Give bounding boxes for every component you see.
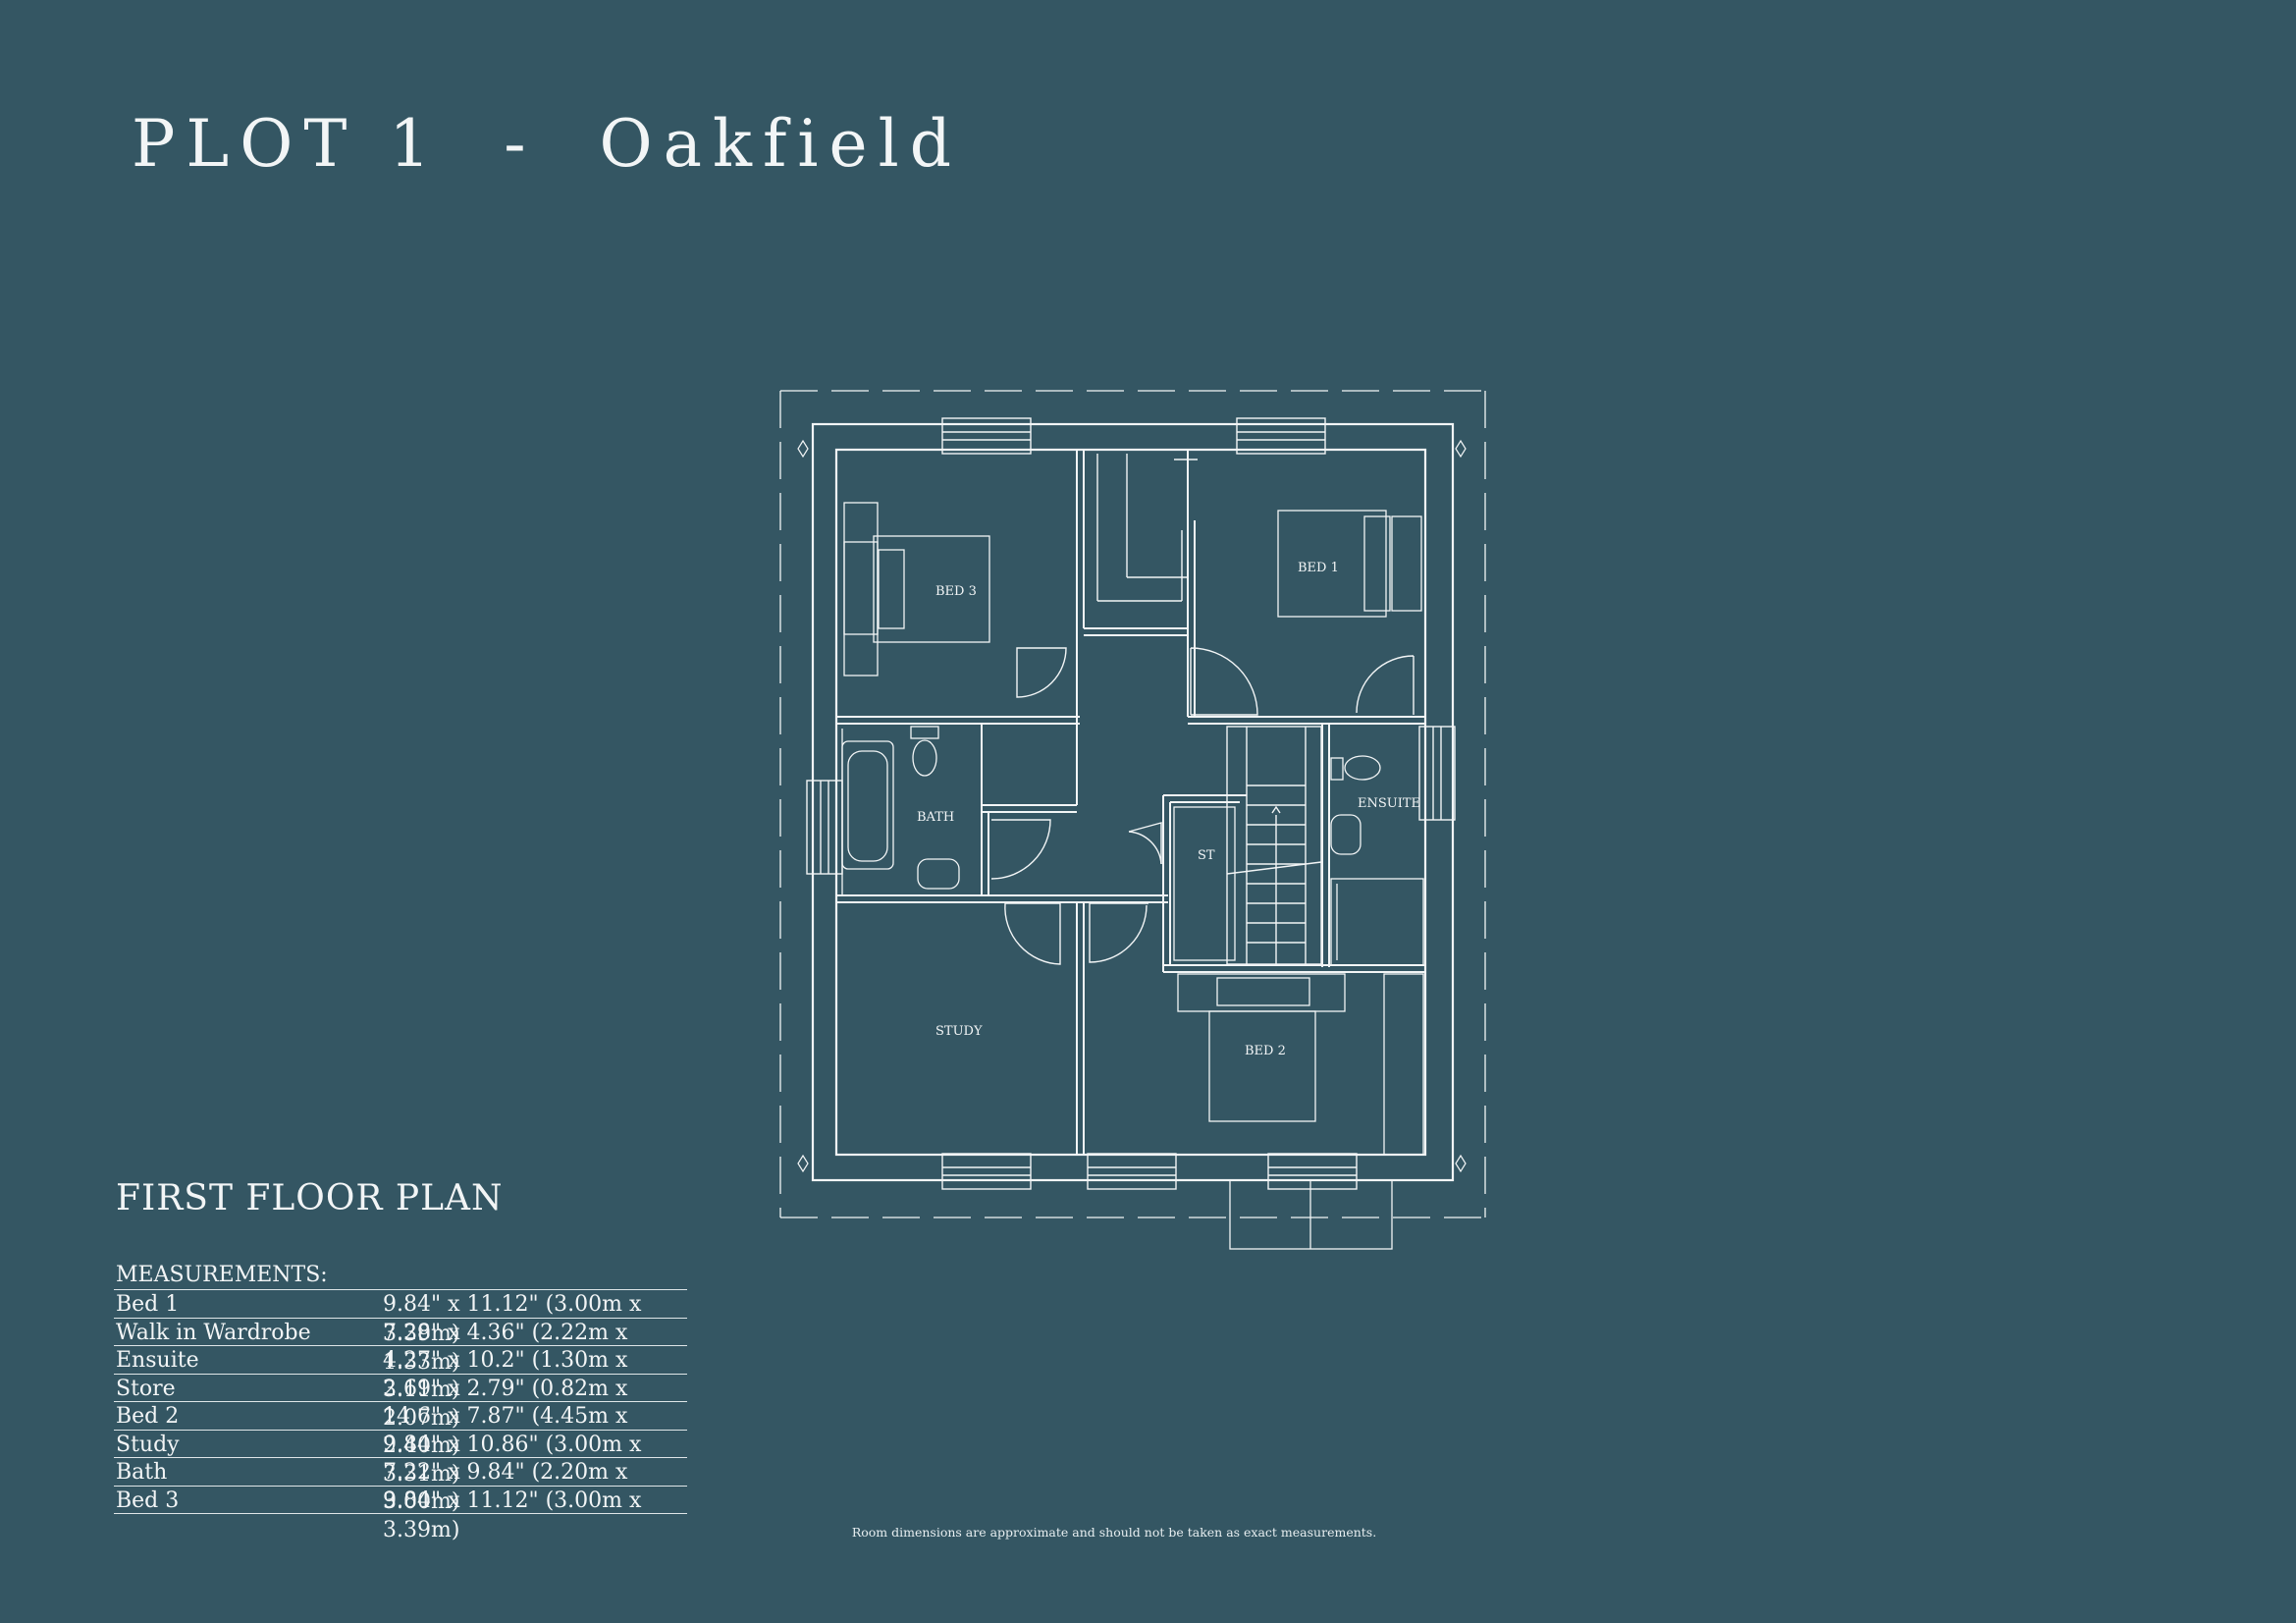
- measurements-table: MEASUREMENTS: Bed 1 9.84" x 11.12" (3.00m…: [114, 1262, 687, 1542]
- room-name: Bed 3: [116, 1488, 180, 1513]
- plan-heading: FIRST FLOOR PLAN: [116, 1178, 504, 1218]
- room-label-study: STUDY: [935, 1024, 983, 1039]
- room-name: Bath: [116, 1460, 168, 1485]
- staircase: [1226, 726, 1322, 965]
- room-label-bed1: BED 1: [1298, 561, 1339, 575]
- walk-in-wardrobe: [1096, 454, 1198, 602]
- room-label-bath: BATH: [917, 810, 954, 825]
- room-name: Ensuite: [116, 1348, 199, 1373]
- table-row: Bed 3 9.84" x 11.12" (3.00m x 3.39m): [114, 1487, 687, 1542]
- table-row: Bath 7.22" x 9.84" (2.20m x 3.00m): [114, 1458, 687, 1514]
- table-row: Bed 1 9.84" x 11.12" (3.00m x 3.39m): [114, 1290, 687, 1346]
- table-row: Study 9.84" x 10.86" (3.00m x 3.31m): [114, 1431, 687, 1487]
- disclaimer: Room dimensions are approximate and shou…: [851, 1525, 1377, 1540]
- page-title: PLOT 1 - Oakfield: [132, 106, 962, 182]
- site-boundary: [779, 390, 1486, 1218]
- room-name: Bed 1: [116, 1292, 180, 1317]
- room-dims: 2.69" x 2.79" (0.82m x 2.07m): [383, 1376, 628, 1431]
- room-name: Walk in Wardrobe: [116, 1320, 311, 1345]
- room-dims: 4.27" x 10.2" (1.30m x 3.11m): [383, 1348, 628, 1402]
- internal-walls: [836, 450, 1425, 1155]
- room-label-bed3: BED 3: [935, 584, 977, 599]
- measurements-heading: MEASUREMENTS:: [114, 1262, 687, 1290]
- room-dims: 7.22" x 9.84" (2.20m x 3.00m): [383, 1460, 628, 1514]
- external-walls: [811, 422, 1455, 1182]
- room-dims: 9.84" x 10.86" (3.00m x 3.31m): [383, 1432, 642, 1487]
- corner-markers: [797, 439, 1467, 1173]
- room-label-bed2: BED 2: [1245, 1044, 1286, 1058]
- table-row: Store 2.69" x 2.79" (0.82m x 2.07m): [114, 1375, 687, 1431]
- table-row: Ensuite 4.27" x 10.2" (1.30m x 3.11m): [114, 1346, 687, 1402]
- room-name: Bed 2: [116, 1404, 180, 1429]
- room-name: Store: [116, 1376, 176, 1401]
- room-dims: 9.84" x 11.12" (3.00m x 3.39m): [383, 1292, 642, 1346]
- room-dims: 9.84" x 11.12" (3.00m x 3.39m): [383, 1488, 642, 1542]
- room-name: Study: [116, 1432, 180, 1457]
- table-row: Bed 2 14.6" x 7.87" (4.45m x 2.40m): [114, 1402, 687, 1458]
- room-dims: 14.6" x 7.87" (4.45m x 2.40m): [383, 1404, 628, 1458]
- table-row: Walk in Wardrobe 7.28" x 4.36" (2.22m x 1…: [114, 1319, 687, 1375]
- room-label-store: ST: [1198, 848, 1215, 863]
- furniture: [841, 502, 1424, 1250]
- room-label-ensuite: ENSUITE: [1358, 796, 1420, 811]
- door-swings: [990, 647, 1415, 965]
- room-dims: 7.28" x 4.36" (2.22m x 1.33m): [383, 1320, 628, 1375]
